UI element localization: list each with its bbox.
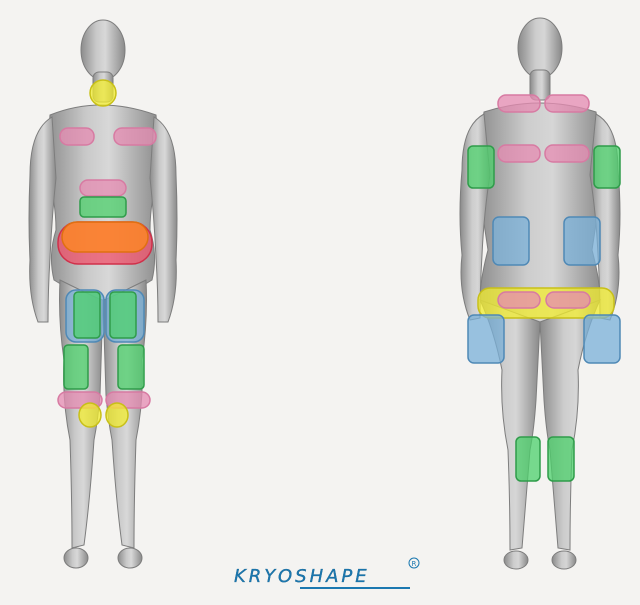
back-right-flank-zone xyxy=(564,217,600,265)
front-chin-zone xyxy=(90,80,116,106)
back-right-upper-arm-zone xyxy=(594,146,620,188)
front-left-upper-thigh-zone xyxy=(74,292,100,338)
front-left-arm xyxy=(29,117,56,322)
back-left-calf-zone xyxy=(516,437,540,481)
back-left-buttock-zone xyxy=(498,292,540,308)
front-right-upper-thigh-zone xyxy=(110,292,136,338)
front-left-lower-thigh-zone xyxy=(64,345,88,389)
back-right-foot xyxy=(552,551,576,569)
back-left-flank-zone xyxy=(493,217,529,265)
back-right-calf-zone xyxy=(548,437,574,481)
front-right-lower-thigh-zone xyxy=(118,345,144,389)
logo-wordmark: KRYOSHAPE xyxy=(234,566,370,587)
back-left-upper-arm-zone xyxy=(468,146,494,188)
front-left-knee-zone xyxy=(79,403,101,427)
back-left-saddlebag-zone xyxy=(468,315,504,363)
kryoshape-logo: KRYOSHAPE R xyxy=(234,558,419,588)
back-right-shoulder-zone xyxy=(545,95,589,112)
back-right-buttock-zone xyxy=(546,292,590,308)
front-upper-abdomen-zone xyxy=(80,180,126,196)
logo-registered-letter: R xyxy=(412,560,417,568)
front-right-arm xyxy=(150,117,177,322)
front-right-knee-zone xyxy=(106,403,128,427)
front-abdomen-zone xyxy=(80,197,126,217)
back-right-upper-back-zone xyxy=(545,145,589,162)
front-lower-abdomen-zone xyxy=(62,222,148,252)
back-left-foot xyxy=(504,551,528,569)
front-right-chest-zone xyxy=(114,128,156,145)
back-head xyxy=(518,18,562,78)
back-right-saddlebag-zone xyxy=(584,315,620,363)
front-right-foot xyxy=(118,548,142,568)
back-left-shoulder-zone xyxy=(498,95,540,112)
front-left-foot xyxy=(64,548,88,568)
front-left-chest-zone xyxy=(60,128,94,145)
back-left-upper-back-zone xyxy=(498,145,540,162)
front-head xyxy=(81,20,125,80)
